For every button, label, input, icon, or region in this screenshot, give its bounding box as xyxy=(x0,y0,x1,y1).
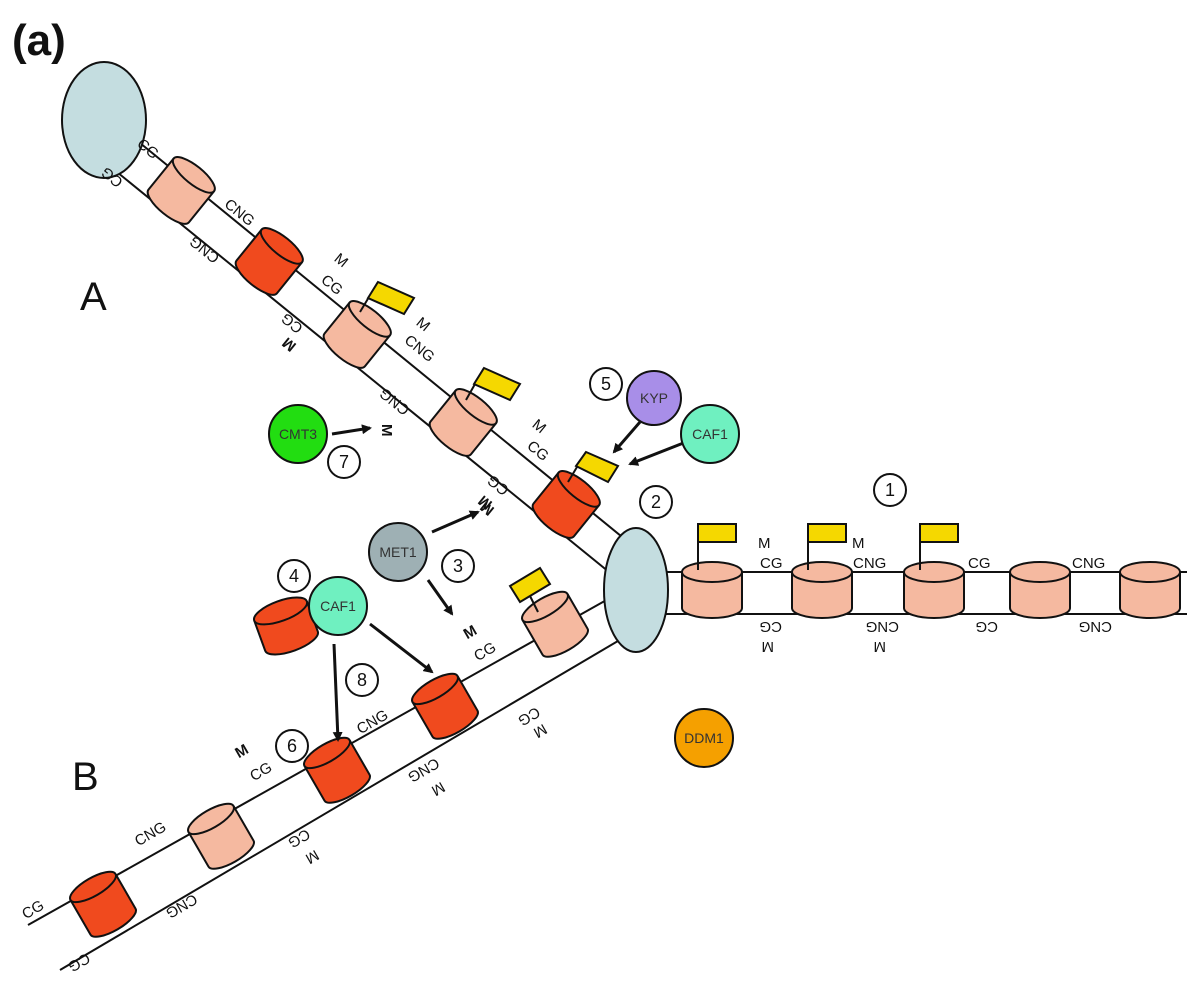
methyl-mark: M xyxy=(852,535,865,552)
step-7-marker: 7 xyxy=(327,445,361,479)
step-5-marker: 5 xyxy=(589,367,623,401)
caf1-label: CAF1 xyxy=(692,426,728,442)
site-label-cg: CG xyxy=(278,309,306,336)
step-6-marker: 6 xyxy=(275,729,309,763)
nucleosome xyxy=(411,672,479,740)
histone-mark-flag xyxy=(697,523,737,570)
site-label-cg: CG xyxy=(760,618,783,635)
histone-mark-flag xyxy=(567,450,620,484)
histone-mark-flag xyxy=(807,523,847,570)
cmt3-label: CMT3 xyxy=(279,426,317,442)
cmt3-protein: CMT3 xyxy=(268,404,328,464)
nucleosome xyxy=(146,156,216,225)
methyl-mark: M xyxy=(758,535,771,552)
methyl-mark: M xyxy=(762,638,775,655)
site-label-cg: CG xyxy=(285,825,313,851)
svg-text:2: 2 xyxy=(651,492,661,512)
met1-label: MET1 xyxy=(379,544,417,560)
nucleosome xyxy=(252,596,319,656)
site-label-cng: CNG xyxy=(853,555,886,572)
step-4-marker: 4 xyxy=(277,559,311,593)
ddm1-protein: DDM1 xyxy=(674,708,734,768)
site-label-cng: CNG xyxy=(866,618,899,635)
caf1-protein: CAF1 xyxy=(680,404,740,464)
site-label-cg: CG xyxy=(19,897,47,923)
histone-mark-flag xyxy=(919,523,959,570)
svg-text:8: 8 xyxy=(357,670,367,690)
site-label-cng: CNG xyxy=(354,707,391,738)
site-label-cng: CNG xyxy=(1072,555,1105,572)
site-label-cng: CNG xyxy=(163,890,200,921)
histone-mark-flag xyxy=(359,280,416,316)
site-label-cng: CNG xyxy=(186,232,223,266)
site-label-cng: CNG xyxy=(376,384,413,418)
arrows xyxy=(331,421,687,742)
site-label-cg: CG xyxy=(471,639,499,665)
nucleosome xyxy=(234,227,304,296)
met1-protein: MET1 xyxy=(368,522,428,582)
nucleosome xyxy=(303,736,371,804)
nucleosome xyxy=(531,470,601,539)
methyl-mark: M xyxy=(529,416,549,437)
svg-text:4: 4 xyxy=(289,566,299,586)
nucleosome xyxy=(187,802,255,870)
histone-mark-flag xyxy=(508,566,552,613)
fork-end-oval xyxy=(61,61,147,179)
nucleosome xyxy=(681,561,743,619)
methyl-mark: M xyxy=(232,741,251,762)
nucleosome xyxy=(322,300,392,369)
replication-fork-oval xyxy=(603,527,669,653)
step-3-marker: 3 xyxy=(441,549,475,583)
nucleosome xyxy=(1009,561,1071,619)
methyl-mark: M xyxy=(331,250,351,271)
site-label-cg: CG xyxy=(318,271,346,298)
svg-text:5: 5 xyxy=(601,374,611,394)
nucleosome xyxy=(521,590,589,658)
nucleosome xyxy=(69,870,137,938)
step-8-marker: 8 xyxy=(345,663,379,697)
nucleosome xyxy=(791,561,853,619)
step-2-marker: 2 xyxy=(639,485,673,519)
caf1-protein: CAF1 xyxy=(308,576,368,636)
methyl-mark: M xyxy=(413,314,433,335)
svg-text:1: 1 xyxy=(885,480,895,500)
svg-text:6: 6 xyxy=(287,736,297,756)
kyp-label: KYP xyxy=(640,390,668,406)
methyl-mark: M xyxy=(428,778,447,799)
strand-label-b: B xyxy=(72,755,99,799)
site-label-cg: CG xyxy=(760,555,783,572)
site-label-cng: CNG xyxy=(132,819,169,850)
step-1-marker: 1 xyxy=(873,473,907,507)
methyl-mark: M xyxy=(378,424,395,437)
histone-mark-flag xyxy=(465,366,522,402)
panel-label: (a) xyxy=(12,16,66,65)
strand-label-a: A xyxy=(80,275,107,319)
site-label-cg: CG xyxy=(968,555,991,572)
nucleosome xyxy=(903,561,965,619)
site-label-cng: CNG xyxy=(1079,618,1112,635)
methyl-mark: M xyxy=(302,846,321,867)
caf1-label: CAF1 xyxy=(320,598,356,614)
nucleosome xyxy=(1119,561,1181,619)
nucleosome xyxy=(428,388,498,457)
svg-text:7: 7 xyxy=(339,452,349,472)
methyl-mark: M xyxy=(874,638,887,655)
methyl-mark: M xyxy=(461,622,480,643)
ddm1-label: DDM1 xyxy=(684,730,724,746)
site-label-cg: CG xyxy=(976,618,999,635)
svg-text:3: 3 xyxy=(453,556,463,576)
kyp-protein: KYP xyxy=(626,370,682,426)
site-label-cg: CG xyxy=(247,759,275,785)
